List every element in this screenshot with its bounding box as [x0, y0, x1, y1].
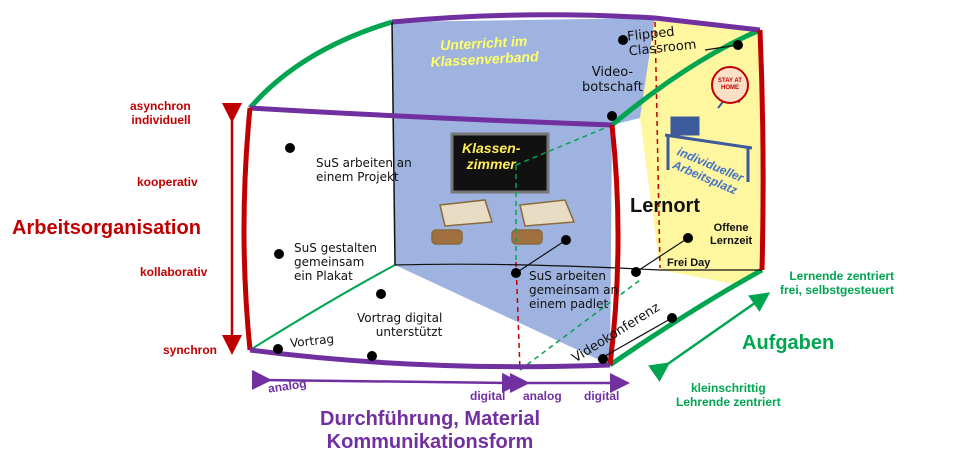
segment-digital-2: digital	[584, 389, 620, 403]
desks-illustration	[431, 199, 576, 245]
label-plakat: SuS gestalten gemeinsam ein Plakat	[294, 241, 377, 283]
label-lernzeit: Offene Lernzeit	[710, 222, 753, 247]
point-flipped2	[733, 40, 743, 50]
axis-title-aufgaben: Aufgaben	[742, 332, 835, 354]
point-videobotschaft	[607, 111, 617, 121]
point-videokonferenz	[598, 354, 608, 364]
point-plakat	[274, 249, 284, 259]
home-desk-illustration	[664, 96, 753, 182]
level-kollaborativ: kollaborativ	[140, 265, 208, 279]
depth-bottom-label: kleinschrittig Lehrende zentriert	[676, 381, 781, 409]
level-kooperativ: kooperativ	[137, 175, 198, 189]
points	[273, 35, 743, 364]
label-videobotschaft: Video- botschaft	[582, 65, 643, 95]
point-vortrag-digital	[367, 351, 377, 361]
point-padlet	[511, 268, 521, 278]
level-synchron: synchron	[163, 343, 218, 357]
point-videokonferenz2	[667, 313, 677, 323]
stay-at-home-badge	[711, 66, 749, 104]
depth-top-label: Lernende zentriert frei, selbstgesteuert	[780, 269, 895, 297]
point-freiday	[631, 267, 641, 277]
point-flipped	[618, 35, 628, 45]
segment-digital-1: digital	[470, 389, 506, 403]
label-freiday: Frei Day	[667, 257, 711, 269]
axis-title-arbeitsorganisation: Arbeitsorganisation	[12, 217, 201, 239]
point-lernzeit	[683, 233, 693, 243]
point-padlet2	[561, 235, 571, 245]
label-vortrag-digital: Vortrag digital unterstützt	[357, 311, 443, 339]
axis-title-durchfuehrung: Durchführung, Material Kommunikationsfor…	[320, 408, 541, 453]
level-asynchron: asynchron individuell	[130, 99, 191, 127]
point-vortrag	[273, 344, 283, 354]
label-padlet: SuS arbeiten gemeinsam an einem padlet	[529, 269, 619, 311]
stay-at-home-text: STAY AT HOME	[718, 78, 742, 91]
label-projekt: SuS arbeiten an einem Projekt	[316, 156, 412, 184]
blackboard	[450, 132, 550, 194]
classroom-wall-title: Unterricht im Klassenverband	[430, 32, 539, 70]
segment-analog-2: analog	[523, 389, 562, 403]
lernort-label: Lernort	[630, 195, 700, 217]
point-projekt	[285, 143, 295, 153]
point-plakat2	[376, 289, 386, 299]
blackboard-title: Klassen- zimmer	[462, 140, 521, 173]
